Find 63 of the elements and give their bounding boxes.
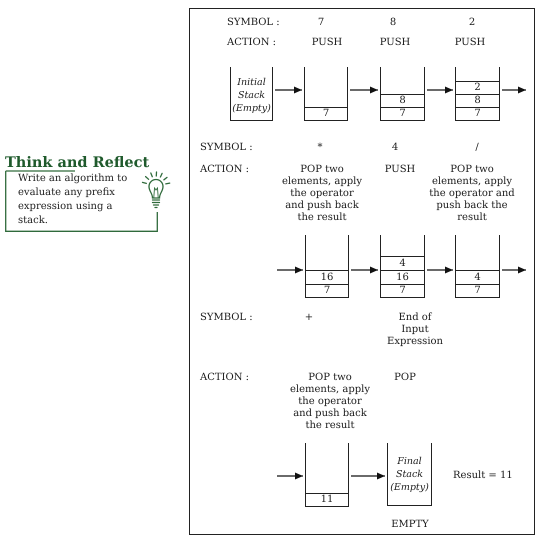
symbol-value: 4 (392, 142, 398, 154)
note-panel (5, 155, 172, 233)
action-text: PUSH (312, 37, 342, 49)
section-heading: Think and Reflect (5, 155, 150, 171)
stack-outline (387, 443, 432, 506)
row-heading: ACTION : (227, 37, 276, 49)
stack-outline (455, 235, 500, 298)
stack-outline (304, 67, 348, 121)
symbol-value: / (475, 142, 479, 154)
row-heading: ACTION : (200, 372, 249, 384)
action-text: POP two elements, apply the operator and push back the result (281, 164, 363, 224)
figure-frame (189, 8, 535, 535)
arrow (351, 266, 378, 274)
arrow (277, 266, 303, 274)
stack-outline (305, 443, 349, 507)
stack-slot: 7 (456, 284, 499, 297)
stack-slot: 2 (456, 81, 499, 94)
result-text: Result = 11 (453, 470, 513, 482)
stack-outline (230, 67, 273, 121)
action-text: PUSH (454, 37, 486, 49)
symbol-value: 7 (318, 17, 324, 29)
stack-slot: 11 (306, 493, 348, 506)
prompt-text: Write an algorithm to evaluate any prefix expression using a stack. (18, 172, 128, 228)
arrow (351, 472, 385, 480)
stack-caption: Initial Stack (Empty) (231, 76, 272, 115)
arrow (350, 86, 378, 94)
arrow (502, 86, 526, 94)
arrow (277, 472, 303, 480)
stack-slot: 7 (381, 107, 424, 120)
arrow (502, 266, 526, 274)
stack-slot: 16 (381, 270, 424, 284)
symbol-value: + (304, 312, 314, 324)
action-text: PUSH (380, 37, 410, 49)
row-heading: SYMBOL : (200, 312, 253, 324)
row-heading: SYMBOL : (200, 142, 253, 154)
action-text: POP two elements, apply the operator and push back the result (428, 164, 516, 224)
action-text: POP two elements, apply the operator and push back the result (289, 372, 371, 432)
stack-slot: 8 (456, 94, 499, 107)
stack-caption: Final Stack (Empty) (389, 455, 430, 494)
symbol-value: 8 (390, 17, 396, 29)
symbol-value: * (318, 142, 322, 154)
stack-outline (380, 235, 425, 298)
arrow (275, 86, 302, 94)
stack-caption: EMPTY (391, 519, 429, 531)
action-text: PUSH (384, 164, 416, 176)
stack-slot: 4 (456, 270, 499, 284)
stack-slot: 16 (306, 270, 348, 284)
stack-outline (455, 67, 500, 121)
arrow (427, 266, 453, 274)
arrow (427, 86, 453, 94)
row-heading: SYMBOL : (227, 17, 280, 29)
stack-outline (305, 235, 349, 298)
symbol-value: End of Input Expression (386, 312, 444, 348)
symbol-value: 2 (468, 17, 476, 29)
stack-slot: 7 (305, 107, 347, 120)
row-heading: ACTION : (200, 164, 249, 176)
stack-slot: 4 (381, 256, 424, 270)
stack-slot: 8 (381, 94, 424, 107)
stack-slot: 7 (456, 107, 499, 120)
action-text: POP (394, 372, 416, 384)
stack-outline (380, 67, 425, 121)
stack-slot: 7 (306, 284, 348, 297)
stack-slot: 7 (381, 284, 424, 297)
